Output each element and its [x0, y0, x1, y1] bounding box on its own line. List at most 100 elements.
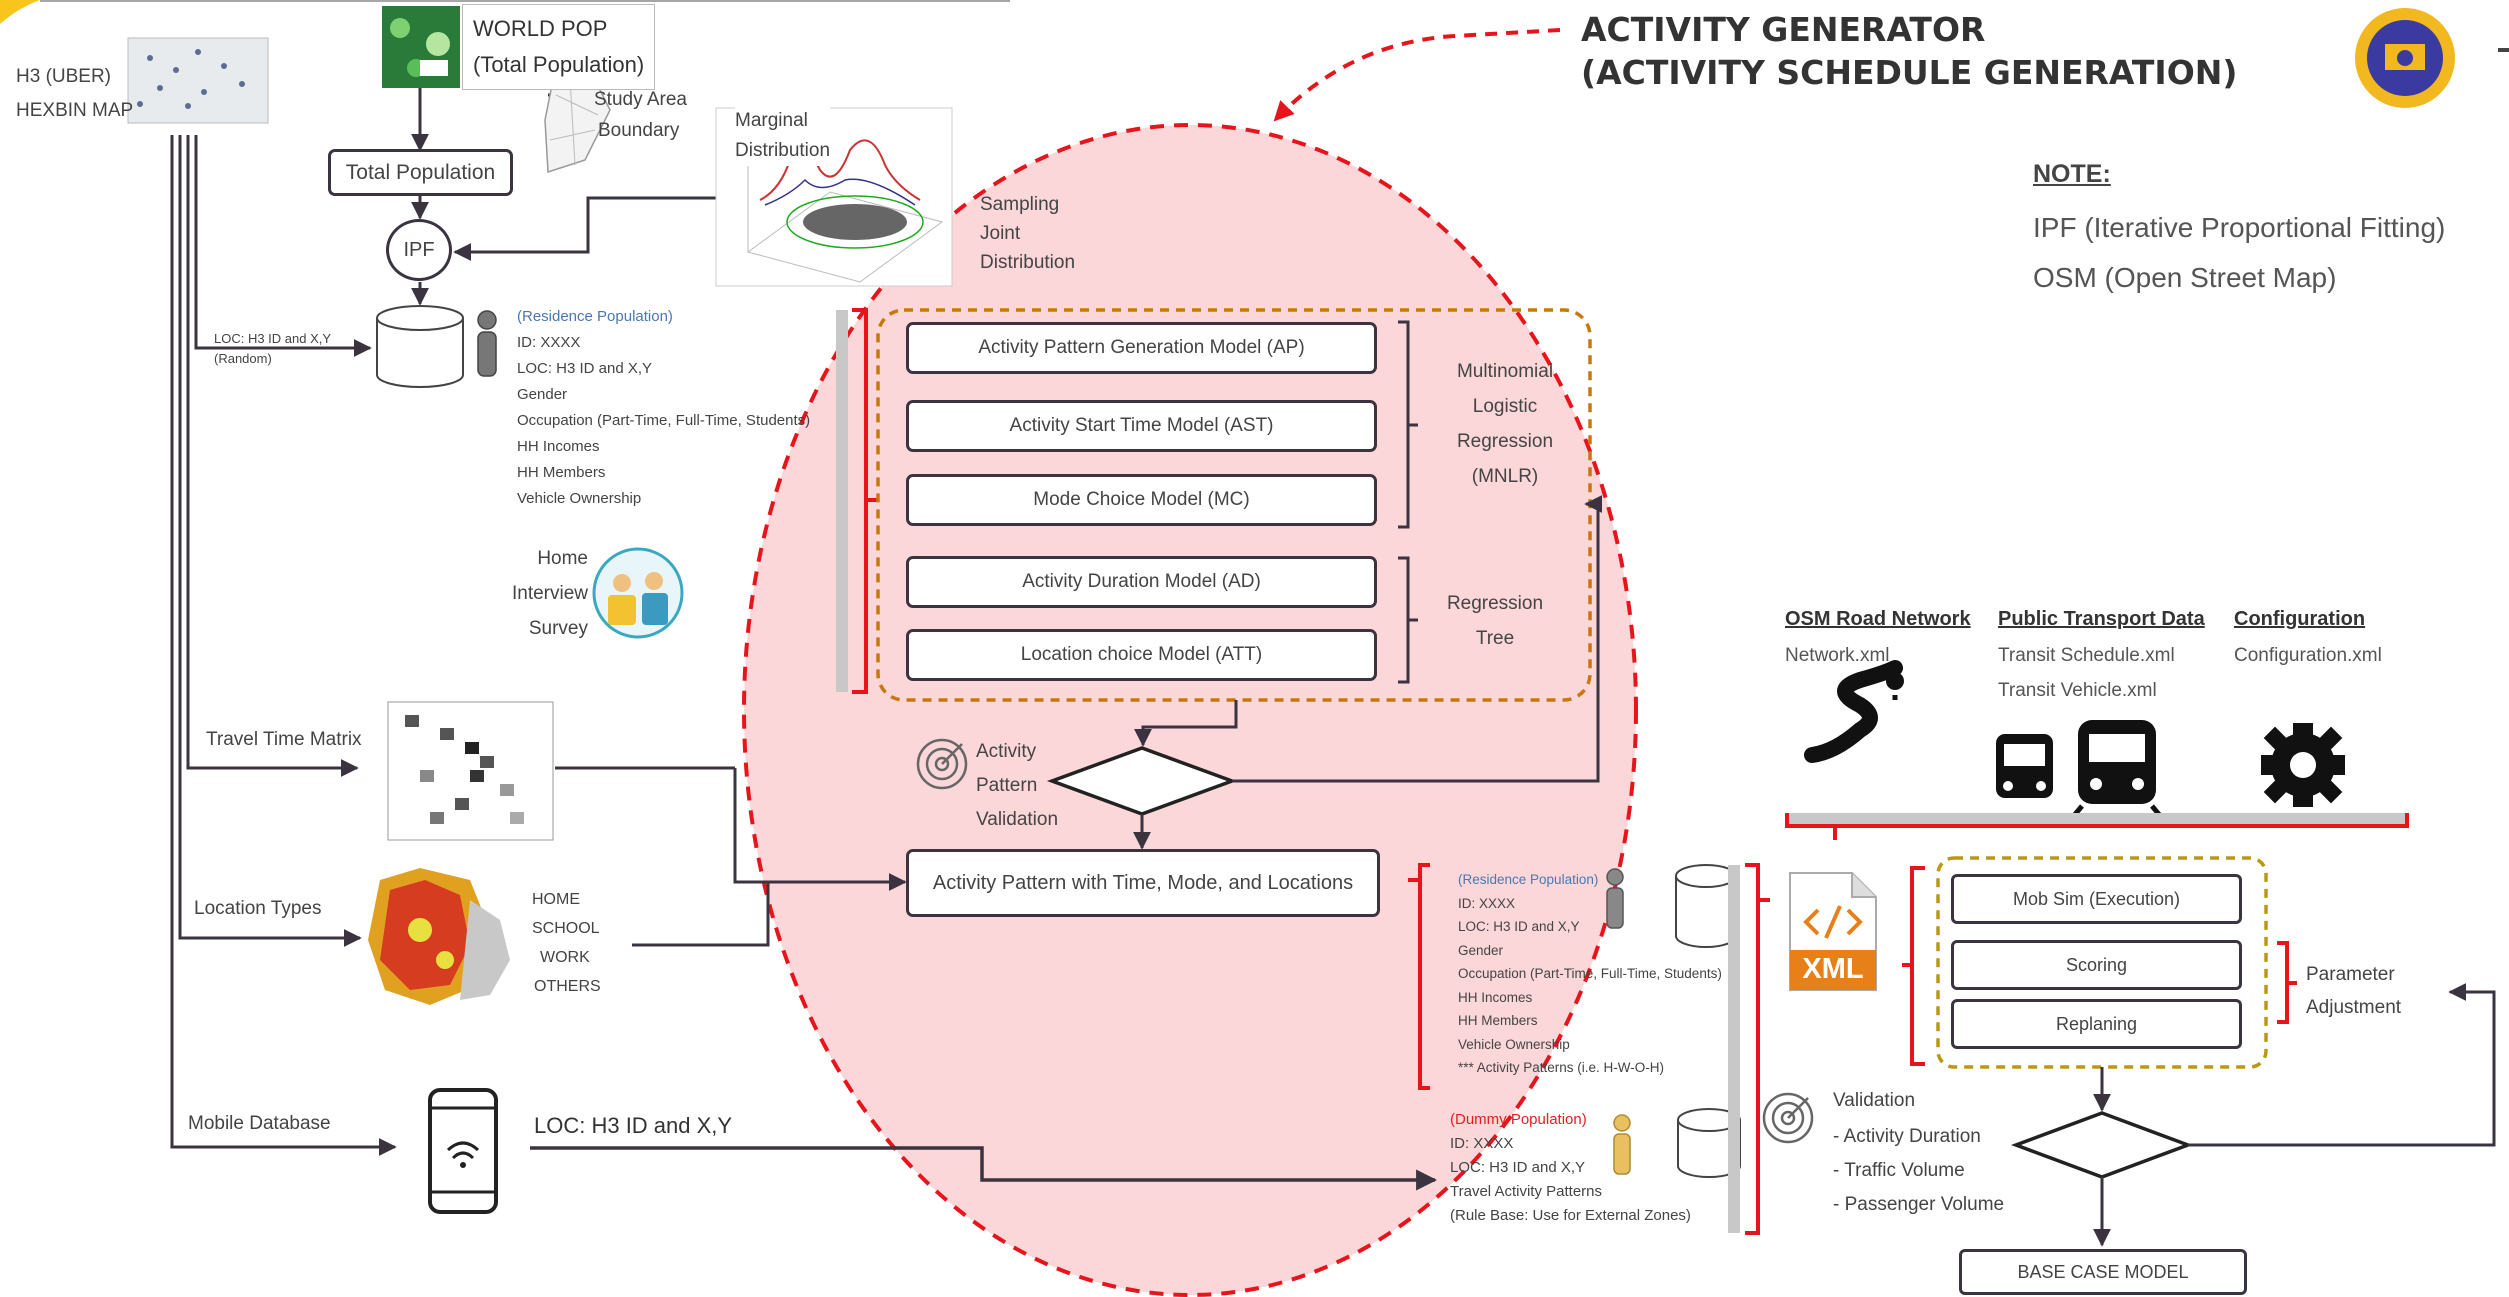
- model-att-box: Location choice Model (ATT): [906, 629, 1377, 681]
- ipf-circle: IPF: [386, 219, 452, 281]
- model-ad-box: Activity Duration Model (AD): [906, 556, 1377, 608]
- h3-label-line1: H3 (UBER): [16, 66, 112, 87]
- marginal-label: Marginal Distribution: [735, 106, 831, 166]
- h3-label: H3 (UBER) HEXBIN MAP: [16, 60, 133, 128]
- dummy-title: (Dummy Population): [1450, 1111, 1587, 1128]
- tree-line: Regression: [1446, 593, 1544, 614]
- residence2-attr: *** Activity Patterns (i.e. H-W-O-H): [1458, 1060, 1665, 1075]
- config-head: Configuration: [2234, 608, 2366, 630]
- survey-line3: Survey: [528, 618, 588, 639]
- dummy-person-icon: [1613, 1114, 1631, 1175]
- note-ipf: IPF (Iterative Proportional Fitting): [2033, 212, 2446, 243]
- person2-icon: [1606, 868, 1624, 929]
- residence2-attr: Gender: [1458, 942, 1504, 958]
- final-validation-head: Validation: [1833, 1090, 1916, 1111]
- residence-attr: HH Incomes: [517, 438, 600, 455]
- travel-time-matrix-image: [387, 701, 554, 841]
- residence-attr: HH Members: [517, 464, 606, 481]
- mnlr-line: Regression: [1456, 431, 1554, 452]
- mobile-loc-label: LOC: H3 ID and X,Y: [534, 1113, 733, 1138]
- pt-file: Transit Vehicle.xml: [1998, 680, 2157, 701]
- residence2-db-cylinder: [1675, 864, 1737, 948]
- dummy-attr: LOC: H3 ID and X,Y: [1450, 1159, 1586, 1176]
- dummy-attributes: (Dummy Population) ID: XXXX LOC: H3 ID a…: [1450, 1108, 1691, 1228]
- dummy-db-cylinder: [1677, 1108, 1741, 1178]
- final-validation-icon: [1762, 1092, 1814, 1144]
- residence2-attr: HH Members: [1458, 1013, 1538, 1028]
- replaning-box: Replaning: [1951, 999, 2242, 1049]
- loc-random-line1: LOC: H3 ID and X,Y: [214, 331, 332, 346]
- model-mc-box: Mode Choice Model (MC): [906, 474, 1377, 526]
- mnlr-label: Multinomial Logistic Regression (MNLR): [1440, 354, 1570, 494]
- worldpop-line2: (Total Population): [473, 52, 645, 77]
- title-line-1: ACTIVITY GENERATOR: [1581, 10, 1986, 49]
- marginal-distribution-chart: [715, 107, 953, 287]
- pt-file: Transit Schedule.xml: [1998, 645, 2175, 666]
- location-types-list: HOME SCHOOL WORK OTHERS: [532, 885, 601, 1001]
- person-icon: [477, 310, 497, 377]
- note-heading: NOTE:: [2033, 160, 2111, 188]
- study-area-label: Study Area Boundary: [594, 84, 687, 146]
- param-line: Parameter: [2306, 964, 2395, 985]
- note-list: IPF (Iterative Proportional Fitting) OSM…: [2033, 203, 2445, 303]
- sampling-line2: Joint: [980, 223, 1021, 244]
- final-validation-item: - Passenger Volume: [1833, 1194, 2005, 1215]
- gear-icon: [2261, 723, 2345, 807]
- residence2-title: (Residence Population): [1458, 872, 1599, 887]
- final-validation-diamond: [2010, 1111, 2194, 1179]
- travel-time-matrix-label: Travel Time Matrix: [206, 729, 362, 750]
- tree-line: Tree: [1475, 628, 1515, 649]
- marginal-line1: Marginal: [735, 110, 808, 131]
- total-population-box: Total Population: [328, 149, 513, 196]
- study-area-line2: Boundary: [598, 120, 680, 141]
- mnlr-line: Logistic: [1472, 396, 1538, 417]
- final-validation-item: - Activity Duration: [1833, 1126, 1981, 1147]
- mnlr-line: Multinomial: [1456, 361, 1554, 382]
- activity-pattern-output-box: Activity Pattern with Time, Mode, and Lo…: [906, 849, 1380, 917]
- location-item: OTHERS: [534, 978, 601, 995]
- matsim-container: [1936, 856, 2268, 1069]
- final-validation-list: - Activity Duration - Traffic Volume - P…: [1833, 1120, 2004, 1222]
- residence2-attr: ID: XXXX: [1458, 895, 1516, 911]
- regression-tree-label: Regression Tree: [1440, 586, 1550, 656]
- residence-title: (Residence Population): [517, 308, 673, 325]
- residence2-attributes: (Residence Population) ID: XXXX LOC: H3 …: [1458, 868, 1722, 1080]
- osm-file: Network.xml: [1785, 645, 1890, 666]
- worldpop-line1: WORLD POP: [473, 16, 608, 41]
- survey-line2: Interview: [511, 583, 588, 604]
- dummy-attr: ID: XXXX: [1450, 1135, 1514, 1152]
- osm-files: Network.xml: [1785, 638, 1890, 673]
- loc-random-line2: (Random): [214, 351, 272, 366]
- worldpop-image: [382, 6, 460, 88]
- location-item: SCHOOL: [532, 920, 600, 937]
- h3-label-line2: HEXBIN MAP: [16, 100, 134, 121]
- validation-line: Pattern: [976, 775, 1038, 796]
- activity-pattern-validation-label: Activity Pattern Validation: [976, 735, 1058, 837]
- validation-line: Activity: [976, 741, 1037, 762]
- university-emblem: [2355, 8, 2455, 108]
- validation-line: Validation: [976, 809, 1059, 830]
- pt-head: Public Transport Data: [1998, 608, 2205, 630]
- model-ap-box: Activity Pattern Generation Model (AP): [906, 322, 1377, 374]
- dummy-attr: (Rule Base: Use for External Zones): [1450, 1207, 1691, 1224]
- final-validation-item: - Traffic Volume: [1833, 1160, 1965, 1181]
- residence-attr: Vehicle Ownership: [517, 490, 642, 507]
- mobile-database-label: Mobile Database: [188, 1113, 331, 1134]
- study-area-line1: Study Area: [594, 89, 687, 110]
- survey-line1: Home: [537, 548, 588, 569]
- sampling-line1: Sampling: [980, 194, 1060, 215]
- location-types-label: Location Types: [194, 898, 322, 919]
- page-title: ACTIVITY GENERATOR (ACTIVITY SCHEDULE GE…: [1581, 8, 2237, 94]
- validation-target-icon: [916, 738, 968, 790]
- mobile-phone-icon: [428, 1088, 498, 1214]
- osm-head: OSM Road Network: [1785, 608, 1971, 630]
- train-icon: [2070, 720, 2164, 820]
- residence2-attr: Vehicle Ownership: [1458, 1036, 1570, 1052]
- config-files: Configuration.xml: [2234, 638, 2382, 673]
- title-pointer-arrow: [1273, 28, 1561, 122]
- bus-icon: [1996, 734, 2053, 798]
- title-line-2: (ACTIVITY SCHEDULE GENERATION): [1581, 53, 2238, 92]
- worldpop-label: WORLD POP (Total Population): [462, 4, 656, 90]
- residence-attr: Occupation (Part-Time, Full-Time, Studen…: [517, 412, 811, 429]
